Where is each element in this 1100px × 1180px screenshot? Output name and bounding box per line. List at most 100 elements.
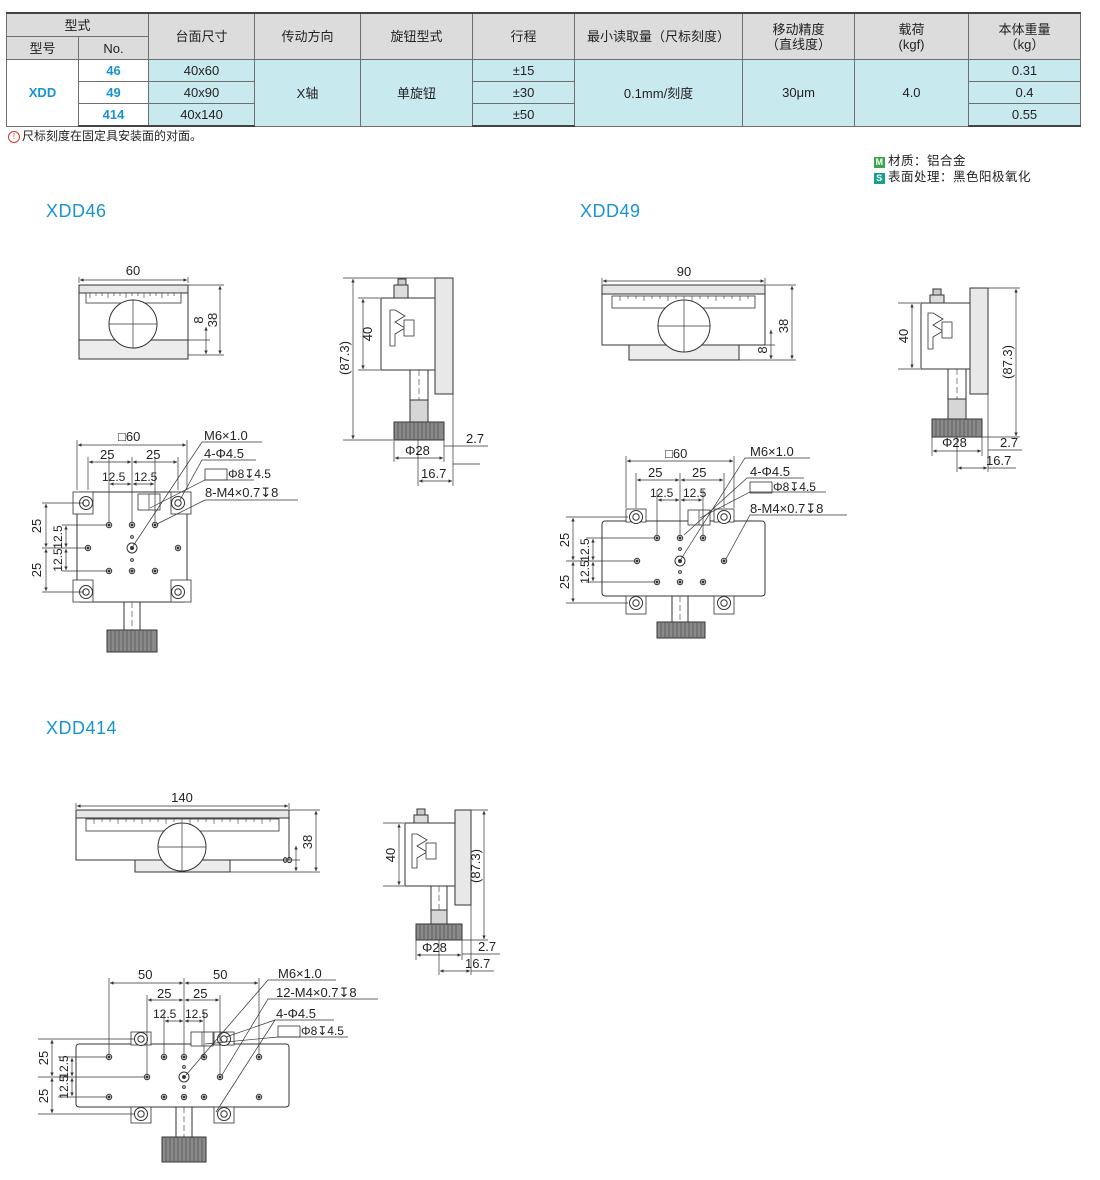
dim-width: 60 — [126, 263, 140, 278]
table-row: 49 40x90 ±30 0.4 — [7, 81, 1082, 104]
dim-offset: 2.7 — [466, 431, 484, 446]
dim-total-height: (87.3) — [468, 849, 483, 883]
callout-tapped-holes: 8-M4×0.7↧8 — [205, 485, 278, 500]
dim-half-pitch: 12.5 — [153, 1007, 177, 1021]
header-type: 型式 — [5, 12, 150, 37]
callout-holes: 4-Φ4.5 — [204, 446, 244, 461]
header-weight: 本体重量（kg） — [968, 12, 1082, 60]
dim-pitch: 25 — [648, 465, 662, 480]
dim-block-height: 40 — [896, 329, 911, 343]
callout-thread: M6×1.0 — [278, 966, 322, 981]
dim-pitch: 25 — [193, 986, 207, 1001]
callout-thread: M6×1.0 — [750, 444, 794, 459]
travel-cell: ±30 — [472, 81, 576, 104]
callout-counterbore: Φ8↧4.5 — [773, 480, 816, 494]
dim-offset: 2.7 — [478, 939, 496, 954]
header-knob: 旋钮型式 — [360, 12, 474, 60]
dim-base-height: 8 — [280, 856, 295, 863]
surface-icon: S — [874, 173, 885, 184]
knob-cell: 单旋钮 — [360, 59, 474, 127]
dim-height: 38 — [300, 835, 315, 849]
dim-pitch: 25 — [100, 447, 114, 462]
spec-table: 型式 台面尺寸 传动方向 旋钮型式 行程 最小读取量（尺标刻度） 移动精度（直线… — [5, 12, 1082, 127]
accuracy-cell: 30μm — [742, 59, 856, 127]
title-xdd49: XDD49 — [580, 201, 641, 221]
dim-knob-diameter: Φ28 — [405, 443, 430, 458]
dim-pitch-large: 50 — [213, 967, 227, 982]
xdd414-side-view — [383, 808, 500, 975]
dim-half-pitch: 12.5 — [578, 560, 592, 584]
dim-pitch: 25 — [157, 986, 171, 1001]
dim-pitch: 25 — [29, 519, 44, 533]
dim-square: □60 — [118, 429, 140, 444]
xdd46-front-view — [78, 277, 224, 360]
callout-holes: 4-Φ4.5 — [276, 1006, 316, 1021]
dim-depth: 16.7 — [986, 453, 1011, 468]
no-cell: 49 — [77, 81, 150, 104]
dim-half-pitch: 12.5 — [134, 470, 158, 484]
size-cell: 40x60 — [148, 59, 256, 82]
dim-total-height: (87.3) — [1000, 345, 1015, 379]
dim-pitch: 25 — [146, 447, 160, 462]
dim-height: 38 — [205, 313, 220, 327]
table-row: XDD 46 40x60 X轴 单旋钮 ±15 0.1mm/刻度 30μm 4.… — [6, 59, 1082, 127]
callout-tapped-holes: 12-M4×0.7↧8 — [276, 985, 357, 1000]
title-xdd414: XDD414 — [46, 718, 118, 738]
dim-total-height: (87.3) — [337, 341, 352, 375]
title-xdd46: XDD46 — [46, 201, 107, 221]
dim-depth: 16.7 — [421, 466, 446, 481]
xdd414-front-view — [75, 803, 320, 873]
header-load: 载荷(kgf) — [854, 12, 970, 60]
dim-half-pitch: 12.5 — [57, 1055, 71, 1079]
direction-cell: X轴 — [254, 59, 362, 127]
callout-tapped-holes: 8-M4×0.7↧8 — [750, 501, 823, 516]
dim-square: □60 — [665, 446, 687, 461]
header-model: 型号 — [6, 36, 79, 60]
dim-half-pitch: 12.5 — [51, 525, 65, 549]
size-cell: 40x90 — [148, 81, 256, 104]
load-cell: 4.0 — [854, 59, 970, 127]
note: !尺标刻度在固定具安装面的对面。 — [8, 127, 202, 144]
dim-base-height: 8 — [755, 346, 770, 353]
material-text: 材质：铝合金 — [888, 154, 967, 168]
header-direction: 传动方向 — [254, 12, 362, 60]
dim-pitch: 25 — [557, 575, 572, 589]
dimension-labels: 60 8 38 40 (87.3) Φ28 2.7 16.7 □60 25 25… — [29, 263, 1018, 1103]
dim-depth: 16.7 — [465, 956, 490, 971]
xdd49-top-view — [566, 456, 847, 639]
weight-cell: 0.4 — [968, 81, 1082, 104]
dim-pitch: 25 — [36, 1051, 51, 1065]
dim-half-pitch: 12.5 — [185, 1007, 209, 1021]
min-reading-cell: 0.1mm/刻度 — [574, 59, 744, 127]
no-cell: 414 — [77, 103, 150, 127]
dim-knob-diameter: Φ28 — [942, 435, 967, 450]
dim-half-pitch: 12.5 — [650, 486, 674, 500]
header-travel: 行程 — [472, 12, 576, 60]
material-icon: M — [874, 157, 885, 168]
header-min-reading: 最小读取量（尺标刻度） — [574, 12, 744, 60]
dim-pitch: 25 — [692, 465, 706, 480]
xdd49-side-view — [898, 287, 1022, 472]
callout-counterbore: Φ8↧4.5 — [228, 467, 271, 481]
note-text: 尺标刻度在固定具安装面的对面。 — [22, 129, 203, 143]
dim-block-height: 40 — [383, 848, 398, 862]
surface-text: 表面处理：黑色阳极氧化 — [888, 170, 1032, 184]
dim-pitch: 25 — [36, 1089, 51, 1103]
callout-thread: M6×1.0 — [204, 428, 248, 443]
dim-pitch-large: 50 — [138, 967, 152, 982]
header-accuracy: 移动精度（直线度） — [742, 12, 856, 60]
xdd414-top-view — [38, 978, 378, 1163]
dim-block-height: 40 — [360, 327, 375, 341]
callout-counterbore: Φ8↧4.5 — [301, 1024, 344, 1038]
size-cell: 40x140 — [148, 103, 256, 127]
table-row: 414 40x140 ±50 0.55 — [7, 103, 1082, 127]
xdd49-front-view — [601, 278, 796, 361]
xdd46-top-view — [42, 440, 298, 653]
travel-cell: ±50 — [472, 103, 576, 127]
dim-half-pitch: 12.5 — [683, 486, 707, 500]
model-cell: XDD — [6, 59, 79, 127]
dim-height: 38 — [776, 319, 791, 333]
callout-holes: 4-Φ4.5 — [750, 464, 790, 479]
